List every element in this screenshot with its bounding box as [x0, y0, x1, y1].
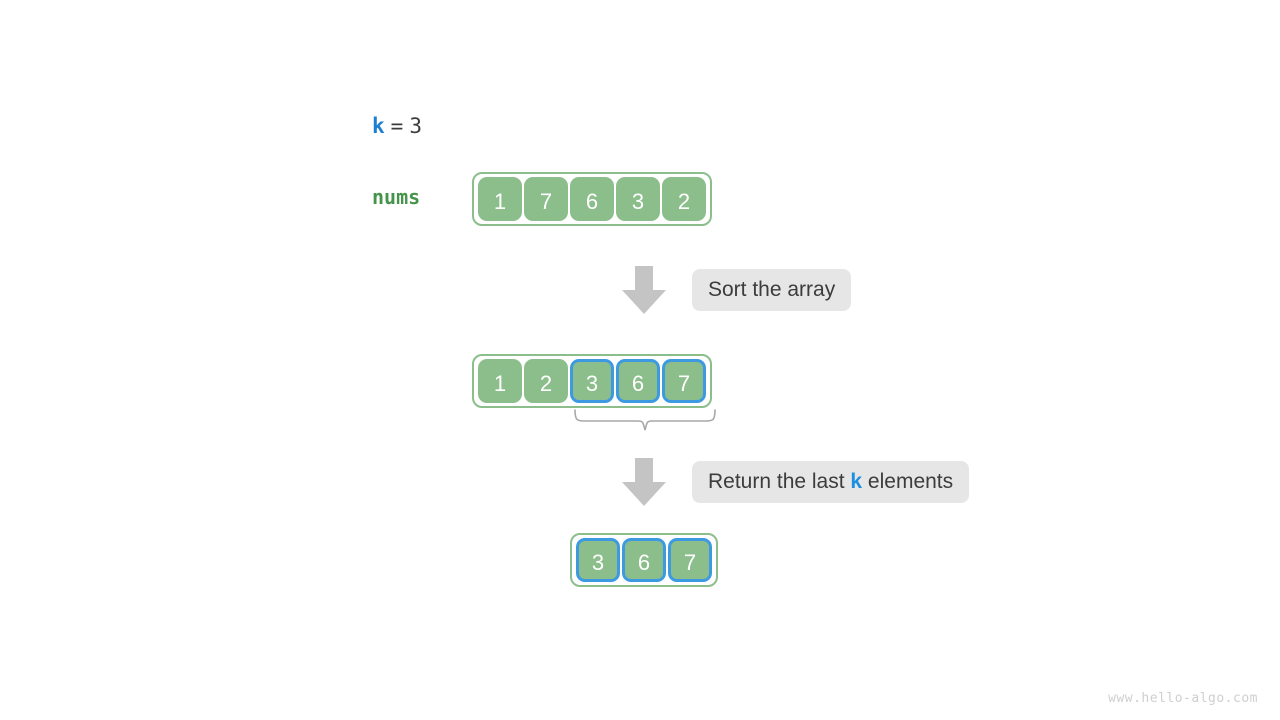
array-cell-highlighted: 6	[616, 359, 660, 403]
k-variable-name: k	[372, 114, 385, 138]
sorted-array: 1 2 3 6 7	[472, 354, 712, 408]
step-label-return-prefix: Return the last	[708, 470, 851, 493]
array-cell-highlighted: 7	[668, 538, 712, 582]
k-parameter-line: k = 3	[372, 114, 422, 138]
array-cell-highlighted: 6	[622, 538, 666, 582]
step-label-return: Return the last k elements	[692, 461, 970, 503]
array-cell: 3	[616, 177, 660, 221]
array-cell-highlighted: 3	[570, 359, 614, 403]
k-value: 3	[409, 114, 422, 138]
array-cell: 2	[524, 359, 568, 403]
array-cell: 7	[524, 177, 568, 221]
result-array: 3 6 7	[570, 533, 718, 587]
original-array: 1 7 6 3 2	[472, 172, 712, 226]
array-cell: 1	[478, 177, 522, 221]
array-cell: 6	[570, 177, 614, 221]
array-cell: 2	[662, 177, 706, 221]
watermark: www.hello-algo.com	[1108, 691, 1258, 706]
array-cell: 1	[478, 359, 522, 403]
step-label-sort: Sort the array	[692, 269, 852, 311]
step-label-return-suffix: elements	[862, 470, 954, 493]
step-label-return-k-variable: k	[850, 470, 863, 493]
equals-sign: =	[390, 114, 404, 138]
nums-array-label: nums	[372, 185, 421, 209]
down-arrow-icon	[618, 456, 670, 508]
array-cell-highlighted: 3	[576, 538, 620, 582]
down-arrow-icon	[618, 264, 670, 316]
array-cell-highlighted: 7	[662, 359, 706, 403]
k-elements-brace	[570, 408, 720, 440]
